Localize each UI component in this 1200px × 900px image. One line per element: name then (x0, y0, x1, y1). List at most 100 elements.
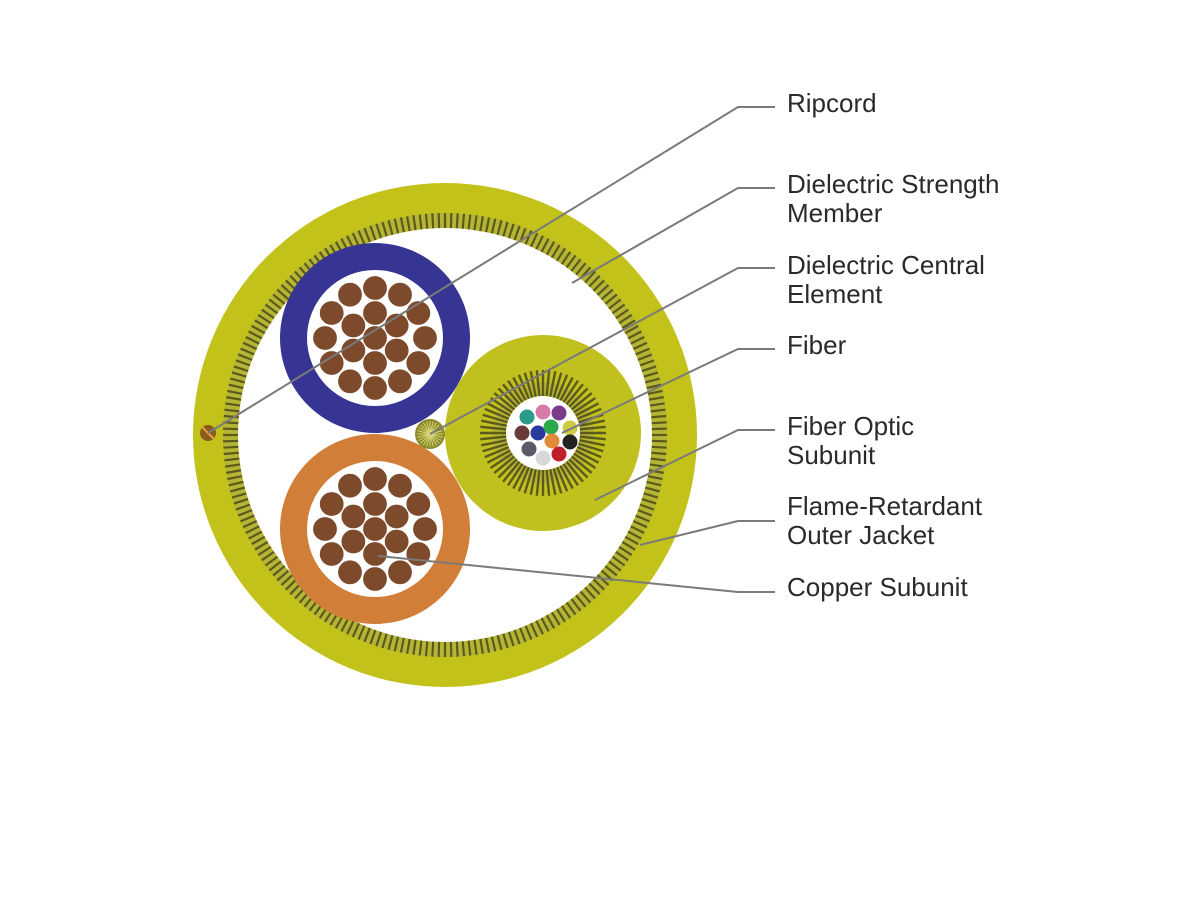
strength-fiber-strand (381, 221, 389, 238)
fiber-yarn-strand (568, 458, 589, 479)
fiber-strand (519, 409, 535, 425)
fiber-strand (530, 425, 546, 441)
copper-conductor (383, 503, 410, 530)
strength-fiber-strand (268, 298, 283, 311)
orange-subunit-conductors (311, 465, 439, 593)
strength-fiber-strand (579, 589, 592, 604)
leader-lines (207, 106, 775, 593)
strength-fiber-strand (242, 519, 259, 529)
strength-fiber-strand (583, 586, 596, 600)
strength-fiber-strand (529, 232, 539, 249)
strength-fiber-strand (534, 619, 544, 635)
fiber-yarn-strand (576, 407, 602, 420)
fiber-yarn-strand (486, 402, 511, 417)
copper-conductor (405, 490, 432, 518)
copper-conductor (318, 540, 345, 568)
strength-fiber-strand (607, 559, 622, 572)
fiber-yarn-strand (549, 469, 557, 496)
strength-fiber-strand (406, 637, 411, 654)
fiber-yarn-strand (578, 442, 604, 453)
strength-fiber-strand (412, 638, 417, 655)
strength-fiber-strand (484, 636, 491, 653)
strength-fiber-strand (230, 377, 247, 384)
strength-fiber-strand (224, 457, 241, 462)
fiber-strand (562, 420, 578, 436)
copper-conductor (311, 324, 339, 352)
fibers (514, 404, 578, 466)
copper-conductor (340, 337, 367, 364)
fiber-strand (551, 446, 567, 462)
label-fiber: Fiber (787, 330, 847, 360)
strength-fiber-strand (268, 559, 283, 572)
label-copper-subunit: Copper Subunit (787, 572, 968, 602)
strength-fiber-strand (603, 564, 618, 577)
fiber-yarn-strand (497, 387, 518, 408)
strength-fiber-strand (237, 353, 254, 362)
fiber-yarn-strand (552, 468, 563, 494)
strength-fiber-strand (649, 408, 666, 413)
strength-fiber-strand (455, 640, 459, 657)
strength-fiber-strand (261, 308, 276, 320)
strength-fiber-strand (646, 389, 663, 396)
strength-fiber-strand (245, 336, 261, 346)
leader-ripcord (207, 106, 775, 434)
fiber-yarn-strand (568, 387, 589, 408)
strength-fiber-strand (280, 573, 294, 586)
strength-fiber-strand (555, 247, 566, 263)
leader-copper-subunit (377, 555, 775, 593)
strength-fiber-strand (507, 223, 515, 240)
cable-cross-section (193, 183, 697, 687)
strength-fiber-strand (518, 626, 527, 643)
copper-conductor (340, 503, 367, 530)
strength-fiber-strand (490, 635, 497, 652)
strength-fiber-strand (393, 218, 400, 235)
copper-conductor (340, 528, 367, 555)
fiber-yarn-strand (493, 392, 516, 411)
label-outer-jacket: Flame-Retardant Outer Jacket (787, 491, 989, 550)
leader-fiber-optic-subunit (594, 429, 775, 501)
label-central-element-line2: Element (787, 279, 883, 309)
strength-fiber-strand (614, 308, 629, 320)
copper-conductor (336, 559, 364, 586)
strength-fiber-strand (479, 216, 484, 233)
strength-fiber-strand (357, 624, 366, 640)
strength-fiber-strand (496, 633, 503, 650)
strength-fiber-strand (406, 216, 411, 233)
fiber-yarn-strand (573, 452, 597, 469)
strength-fiber-strand (264, 555, 279, 567)
fiber-yarn-strand (575, 449, 600, 464)
strength-fiber-strand (550, 244, 561, 260)
fiber-yarn-strand (565, 383, 584, 406)
copper-conductor (336, 281, 364, 308)
strength-fiber-strand (261, 550, 276, 562)
strength-fiber-strand (649, 457, 666, 462)
strength-fiber-strand (513, 628, 521, 645)
strength-fiber-strand (351, 621, 361, 638)
fiber-yarn-strand (535, 469, 541, 496)
fiber-yarn-strand (570, 455, 593, 474)
strength-fiber-strand (248, 330, 264, 340)
copper-subunit-orange (280, 434, 470, 624)
label-strength-member-line2: Member (787, 198, 883, 228)
fiber-yarn-strand (480, 425, 507, 431)
strength-fiber-strand (646, 474, 663, 481)
strength-fiber-strand (587, 275, 601, 289)
fiber-yarn-strand (579, 425, 606, 431)
strength-fiber-strand (237, 508, 254, 517)
copper-conductor (386, 472, 414, 499)
strength-fiber-strand (240, 347, 256, 356)
strength-fiber-strand (225, 463, 242, 468)
strength-fiber-strand (614, 550, 629, 562)
fiber-yarn-strand (556, 466, 569, 492)
fiber-strand (544, 433, 560, 449)
strength-fiber-strand (228, 383, 245, 390)
fiber-yarn-strand (484, 446, 510, 459)
strength-fiber-strand (257, 314, 273, 325)
strength-fiber-strand (650, 414, 667, 419)
fiber-yarn-strand (565, 460, 584, 483)
strength-fiber-strand (611, 303, 626, 315)
copper-conductor (318, 349, 345, 377)
strength-fiber-strand (431, 213, 435, 230)
label-fiber-optic-subunit-line2: Subunit (787, 440, 876, 470)
